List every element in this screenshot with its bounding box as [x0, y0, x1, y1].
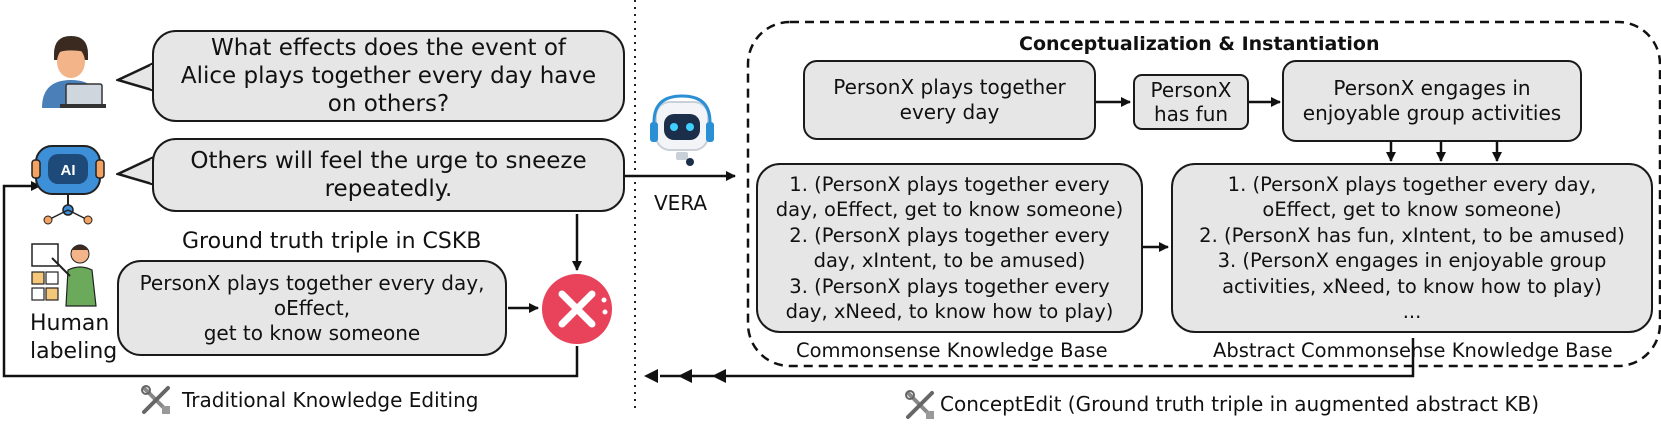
vera-label: VERA [654, 191, 708, 215]
user-laptop-icon [42, 36, 106, 108]
question-bubble: What effects does the event of Alice pla… [152, 30, 625, 122]
ckb-label: Commonsense Knowledge Base [796, 339, 1108, 362]
error-cross-icon [542, 274, 612, 344]
fun-box: PersonX has fun [1133, 74, 1249, 130]
akb-box: 1. (PersonX plays together every day, oE… [1171, 163, 1653, 333]
ground-truth-triple-box: PersonX plays together every day, oEffec… [117, 260, 507, 356]
vera-robot-icon [650, 94, 714, 166]
concept-edit-footer: ConceptEdit (Ground truth triple in augm… [940, 392, 1540, 416]
ai-badge: AI [61, 162, 76, 179]
answer-bubble-tail [116, 156, 155, 186]
tools-icon [905, 390, 934, 419]
ai-robot-icon: AI [31, 145, 105, 225]
event-box: PersonX plays together every day [803, 60, 1096, 140]
concept-edit-region [746, 20, 1661, 368]
ckb-box: 1. (PersonX plays together every day, oE… [756, 163, 1143, 333]
human-labeling-icon [31, 243, 97, 307]
human-labeling-label: Human labeling [30, 311, 118, 364]
section-title: Conceptualization & Instantiation [1019, 33, 1380, 55]
ground-truth-label: Ground truth triple in CSKB [182, 229, 482, 254]
answer-bubble: Others will feel the urge to sneeze repe… [152, 138, 625, 212]
abstract-box: PersonX engages in enjoyable group activ… [1282, 60, 1582, 142]
akb-label: Abstract Commonsense Knowledge Base [1213, 339, 1613, 362]
traditional-footer: Traditional Knowledge Editing [182, 388, 479, 412]
tools-icon [141, 385, 170, 414]
question-bubble-tail [116, 62, 155, 92]
